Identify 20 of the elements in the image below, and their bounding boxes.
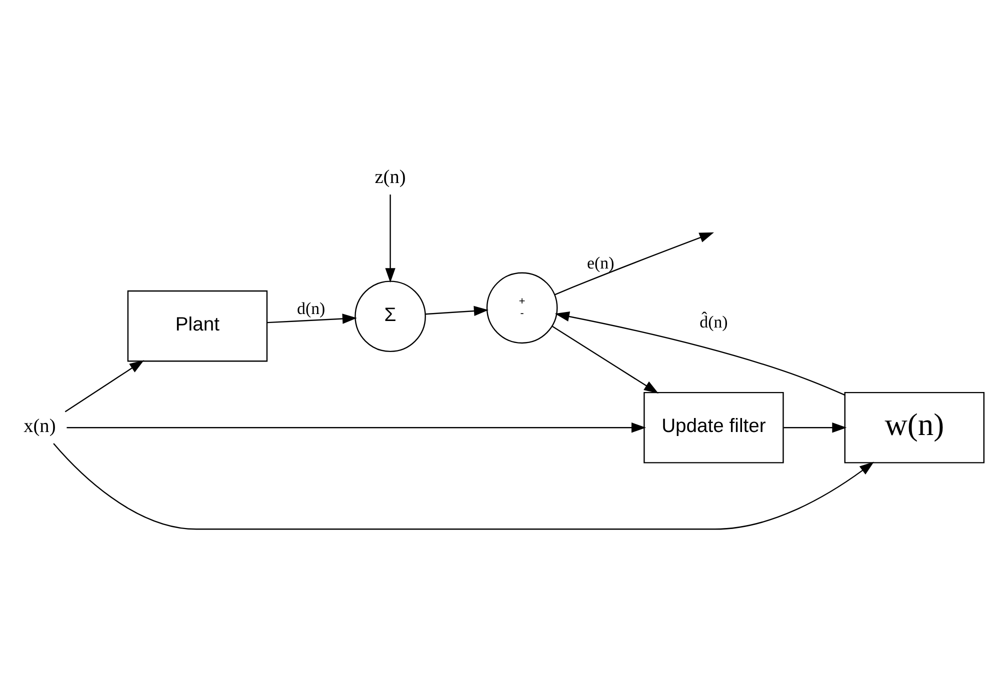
arrow — [425, 305, 488, 316]
arrow — [554, 232, 714, 295]
node-text: z(n) — [374, 166, 406, 188]
arrow — [267, 313, 357, 324]
node-circle: + - — [486, 272, 558, 344]
arrow — [64, 360, 144, 412]
arrow — [552, 325, 659, 393]
node-box: Update filter — [644, 391, 784, 463]
edge-label: e(n) — [587, 252, 614, 272]
node-circle: Σ — [354, 280, 426, 352]
arrow — [784, 422, 847, 432]
edge-label: d(n) — [297, 298, 326, 318]
arrow — [554, 310, 845, 395]
edge-label: d̂(n) — [700, 312, 728, 331]
arrow — [53, 442, 874, 530]
node-text: x(n) — [24, 416, 56, 437]
node-box: w(n) — [844, 391, 985, 463]
arrow — [385, 194, 396, 282]
arrow — [66, 422, 646, 432]
node-box: Plant — [127, 290, 268, 362]
